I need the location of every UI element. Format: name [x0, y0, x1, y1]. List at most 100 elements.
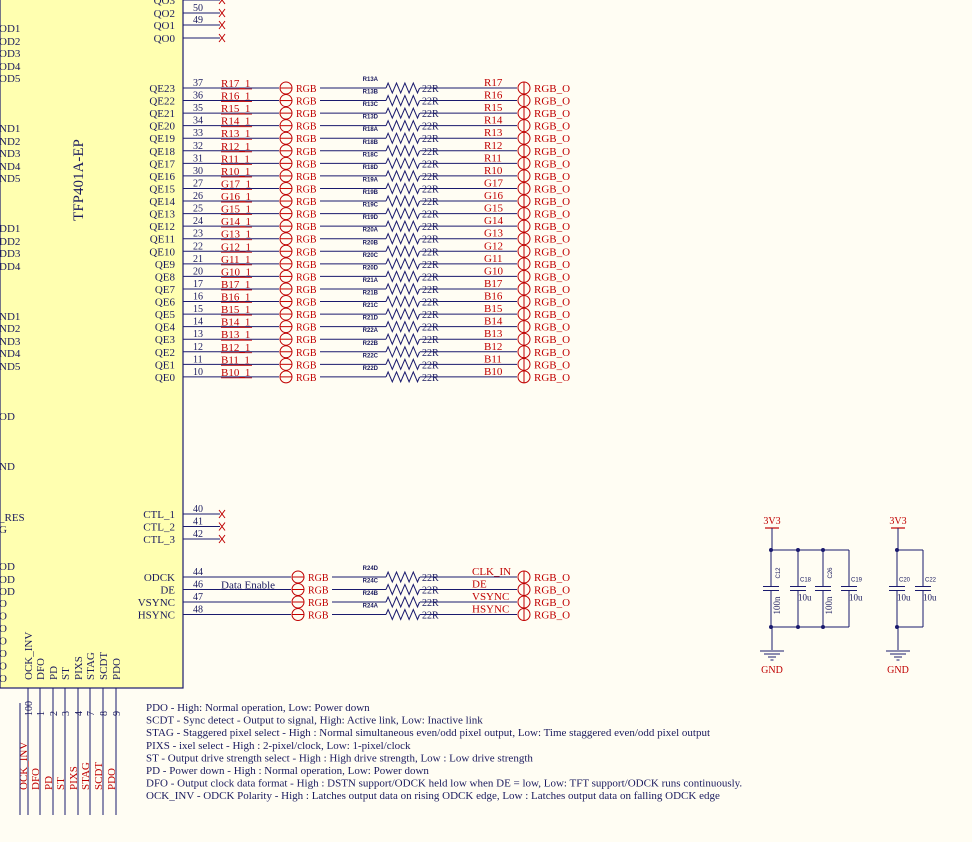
rgb-out-G10-port-label: RGB_O — [534, 271, 570, 283]
left-partial-label-5: ND1 — [0, 123, 20, 135]
res-value-R13A: 22R — [422, 84, 439, 95]
net-label-R12_1: R12_1 — [221, 141, 250, 153]
note-line-3: PIXS - ixel select - High : 2-pixel/cloc… — [146, 740, 411, 752]
pin-name-QE18: QE18 — [149, 146, 175, 158]
left-partial-label-20: ND — [0, 461, 15, 473]
cap-C26-ref: C26 — [828, 567, 834, 579]
rgb-out-B10-port-label: RGB_O — [534, 372, 570, 384]
note-line-7: OCK_INV - ODCK Polarity - High : Latches… — [146, 790, 720, 802]
pin-num-QE19: 33 — [193, 128, 203, 139]
res-ref-R18B: R18B — [363, 140, 379, 146]
ctl-pin-num-0: 40 — [193, 504, 203, 515]
left-partial-label-11: DD2 — [0, 236, 20, 248]
resistor-R13C — [385, 106, 421, 120]
pin-num-QE4: 14 — [193, 317, 203, 328]
out-net-B11: B11 — [484, 353, 502, 365]
pin-num-QE23: 37 — [193, 78, 203, 89]
gnd-a-label: GND — [761, 665, 783, 676]
cap-C19-value: 10u — [849, 593, 863, 603]
left-partial-label-6: ND2 — [0, 136, 20, 148]
resistor-R20A — [385, 232, 421, 246]
ctl-noconnect-2-cross — [218, 534, 226, 544]
left-partial-label-15: ND2 — [0, 323, 20, 335]
rgb-out-R11-port-label: RGB_O — [534, 158, 570, 170]
rgb-in-QE19-port-label: RGB — [296, 134, 317, 145]
res-ref-R18A: R18A — [363, 127, 379, 133]
pin-name-QE14: QE14 — [149, 196, 175, 208]
resistor-R18C — [385, 157, 421, 170]
bottom-pin-name-ST: ST — [60, 667, 72, 680]
bottom-pins: OOOOOOOOCK_INV100DFO1PD2ST3PIXS4STAG7SCD… — [0, 598, 123, 815]
res-ref-R21A: R21A — [363, 278, 379, 284]
resistor-R19A — [385, 182, 421, 195]
rgb-out-G14-port-label: RGB_O — [534, 221, 570, 233]
res-value-R19B: 22R — [422, 197, 439, 208]
rgb-in-QE14-port-label: RGB — [296, 197, 317, 208]
bottom-net-label-DFO: DFO — [30, 768, 42, 790]
ctrl-net-label-1: Data Enable — [221, 580, 275, 592]
cap-C22-ref: C22 — [925, 578, 937, 584]
res-value-R18D: 22R — [422, 172, 439, 183]
pin-num-QE22: 36 — [193, 91, 203, 102]
ctrl-res-ref-R24B: R24B — [363, 591, 379, 597]
top-pin-noconnect-3-cross — [218, 33, 226, 43]
cap-C20-value: 10u — [897, 593, 911, 603]
net-label-G11_1: G11_1 — [221, 254, 251, 266]
bottom-pin-name-OCK_INV: OCK_INV — [23, 632, 35, 680]
top-pin-noconnect-0 — [218, 0, 226, 5]
ctrl-out-net-HSYNC: HSYNC — [472, 604, 509, 616]
out-net-B10: B10 — [484, 366, 503, 378]
net-label-B15_1: B15_1 — [221, 304, 250, 316]
res-ref-R21C: R21C — [363, 303, 379, 309]
res-ref-R13C: R13C — [363, 102, 379, 108]
res-value-R18C: 22R — [422, 159, 439, 170]
bottom-partial-label-6: O — [0, 598, 7, 610]
pin-name-QE1: QE1 — [155, 359, 175, 371]
out-net-B13: B13 — [484, 328, 503, 340]
res-value-R21A: 22R — [422, 285, 439, 296]
pin-num-QE8: 20 — [193, 266, 203, 277]
gnd-a-symbol — [760, 650, 784, 661]
res-ref-R20D: R20D — [363, 265, 379, 271]
ctrl-out-net-CLK_IN: CLK_IN — [472, 566, 511, 578]
bottom-partial-label-5: O — [0, 611, 7, 623]
out-net-G12: G12 — [484, 240, 503, 252]
note-line-6: DFO - Output clock data format - High : … — [146, 778, 742, 790]
net-label-B14_1: B14_1 — [221, 317, 250, 329]
top-pin-noconnect-0-cross — [218, 0, 226, 5]
cap-C18-value: 10u — [798, 593, 812, 603]
net-label-G17_1: G17_1 — [221, 178, 251, 190]
pin-name-QE11: QE11 — [150, 234, 175, 246]
ctrl-resistor-R24D — [385, 570, 421, 584]
resistor-R21D — [385, 320, 421, 333]
notes-block: PDO - High: Normal operation, Low: Power… — [146, 702, 742, 802]
pin-num-QE14: 26 — [193, 191, 203, 202]
rgb-in-QE11-port-label: RGB — [296, 235, 317, 246]
pin-num-QE15: 27 — [193, 178, 203, 189]
out-net-G15: G15 — [484, 203, 503, 215]
ctrl-res-ref-R24C: R24C — [363, 579, 379, 585]
res-value-R18A: 22R — [422, 134, 439, 145]
pin-name-QE9: QE9 — [155, 259, 176, 271]
ctrl-out-VSYNC-port-label: RGB_O — [534, 597, 570, 609]
bottom-net-label-PD: PD — [43, 776, 55, 790]
net-label-R15_1: R15_1 — [221, 103, 250, 115]
pin-name-QE13: QE13 — [149, 209, 175, 221]
pin-num-QE21: 35 — [193, 103, 203, 114]
pin-num-QE16: 30 — [193, 166, 203, 177]
out-net-G11: G11 — [484, 253, 503, 265]
resistor-R22A — [385, 332, 421, 346]
bottom-pin-name-STAG: STAG — [85, 652, 97, 680]
power-section: 3V3C12100nC1810uC26100nC1910uGND3V3C2010… — [760, 516, 937, 676]
pin-name-QE5: QE5 — [155, 309, 176, 321]
out-net-G17: G17 — [484, 177, 503, 189]
cap-C18-ref: C18 — [800, 578, 812, 584]
